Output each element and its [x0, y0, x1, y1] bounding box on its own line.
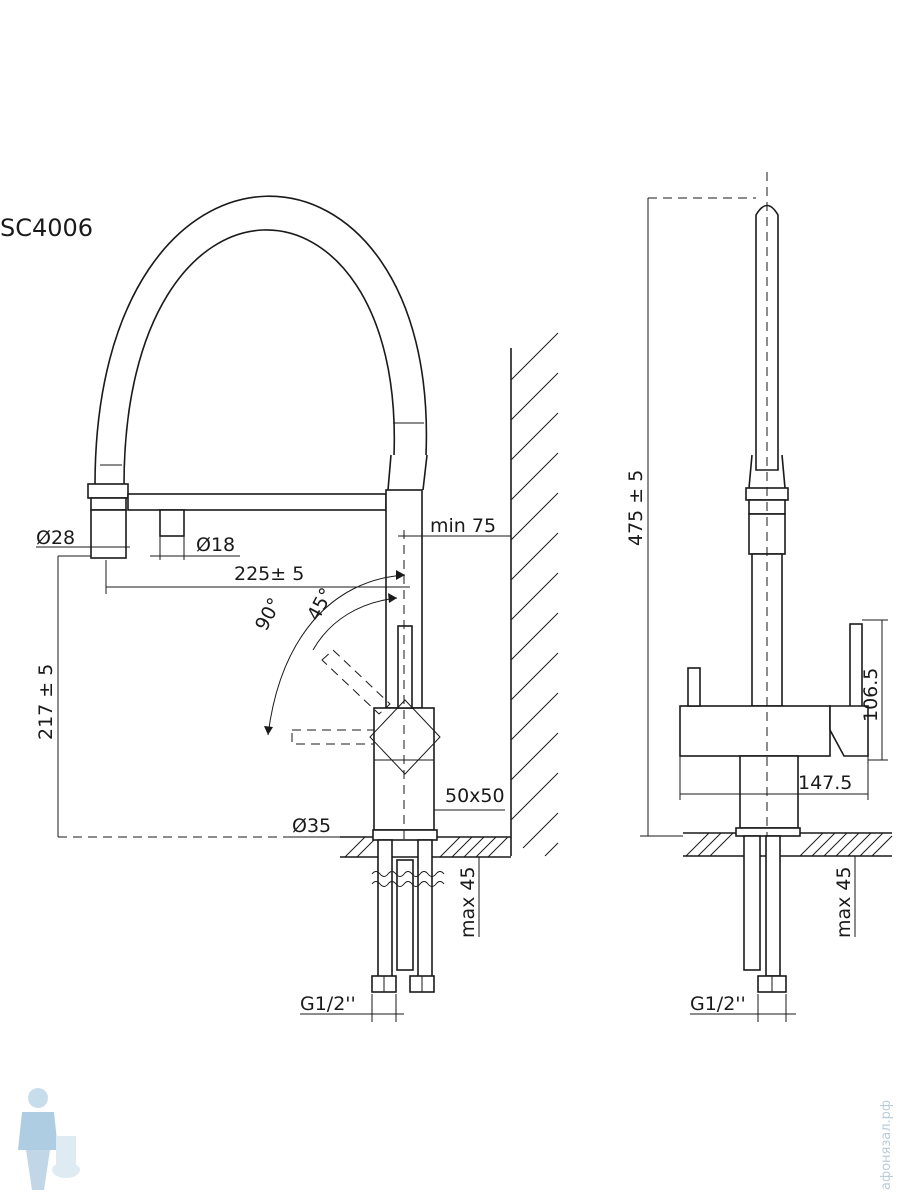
dim-connection-front: G1/2'' — [300, 993, 356, 1015]
dim-wall-clearance: min 75 — [430, 515, 496, 537]
side-view: 475 ± 5 106.5 147.5 max 45 G1/2'' — [625, 172, 893, 1022]
dim-height-to-outlet: 217 ± 5 — [35, 664, 57, 740]
dim-reach: 225± 5 — [234, 563, 304, 585]
spray-head-front — [87, 483, 129, 559]
dim-aerator-diameter: Ø18 — [196, 534, 235, 556]
front-view: Ø28 Ø18 225± 5 min 75 90° 45° 217 ± 5 50… — [35, 195, 559, 1022]
dim-handle-height: 106.5 — [860, 668, 882, 722]
dim-angle-swivel: 45° — [303, 584, 338, 624]
spout-arm — [127, 493, 387, 537]
model-number: SC4006 — [0, 214, 93, 242]
dim-spray-head-diameter: Ø28 — [36, 527, 75, 549]
dim-max-counter-front: max 45 — [457, 866, 479, 938]
flexible-hose — [94, 195, 428, 491]
dim-angle-lever: 90° — [251, 594, 286, 634]
supply-hoses-side — [743, 835, 787, 993]
wall — [510, 332, 559, 857]
supply-hoses-front — [371, 839, 445, 993]
dim-max-counter-side: max 45 — [833, 866, 855, 938]
lever-positions — [264, 570, 406, 745]
faucet-body-side — [679, 172, 869, 840]
dim-base-size: 50x50 — [445, 785, 505, 807]
dim-total-height: 475 ± 5 — [625, 470, 647, 546]
side-dimensions — [640, 197, 888, 1022]
dim-connection-side: G1/2'' — [690, 993, 746, 1015]
dim-body-width: 147.5 — [798, 772, 852, 794]
dim-base-diameter: Ø35 — [292, 815, 331, 837]
faucet-body-front — [369, 489, 441, 841]
plumber-logo — [18, 1088, 80, 1190]
front-dimensions — [36, 530, 511, 1022]
watermark: афонязал.рф — [879, 1100, 894, 1190]
